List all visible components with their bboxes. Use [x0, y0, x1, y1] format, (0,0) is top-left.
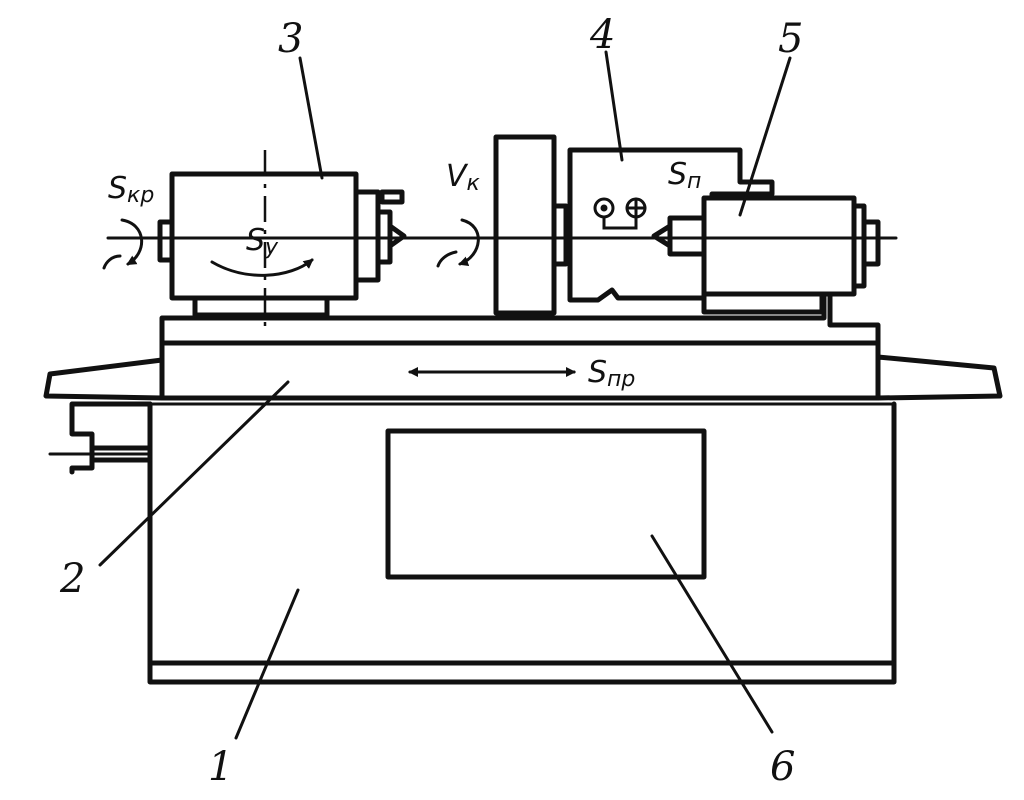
motion-label-s-np: Sпр	[588, 355, 635, 392]
machine-bed	[147, 401, 897, 685]
callout-label-5: 5	[778, 16, 803, 62]
callout-label-4: 4	[589, 12, 615, 58]
side-handwheel	[48, 401, 153, 475]
motion-label-v-k: Vк	[446, 159, 481, 196]
callout-label-3: 3	[278, 16, 303, 62]
callout-label-6: 6	[770, 744, 795, 790]
table	[43, 289, 1003, 401]
control-panel	[385, 428, 707, 580]
motion-label-s-n: Sп	[668, 157, 701, 194]
vk-rotation-arrow	[436, 218, 480, 268]
callout-label-2: 2	[59, 556, 85, 602]
callout-label-1: 1	[208, 744, 233, 790]
skr-rotation-arrow	[102, 218, 144, 270]
workhead	[157, 150, 407, 330]
grinding-wheel	[493, 134, 569, 316]
sy-rotation-arrow	[210, 258, 314, 277]
motion-label-s-y: Sy	[246, 223, 279, 260]
motion-label-s-kr: Sкр	[108, 171, 154, 208]
callout-leaders	[98, 50, 792, 740]
tailstock	[651, 195, 881, 315]
